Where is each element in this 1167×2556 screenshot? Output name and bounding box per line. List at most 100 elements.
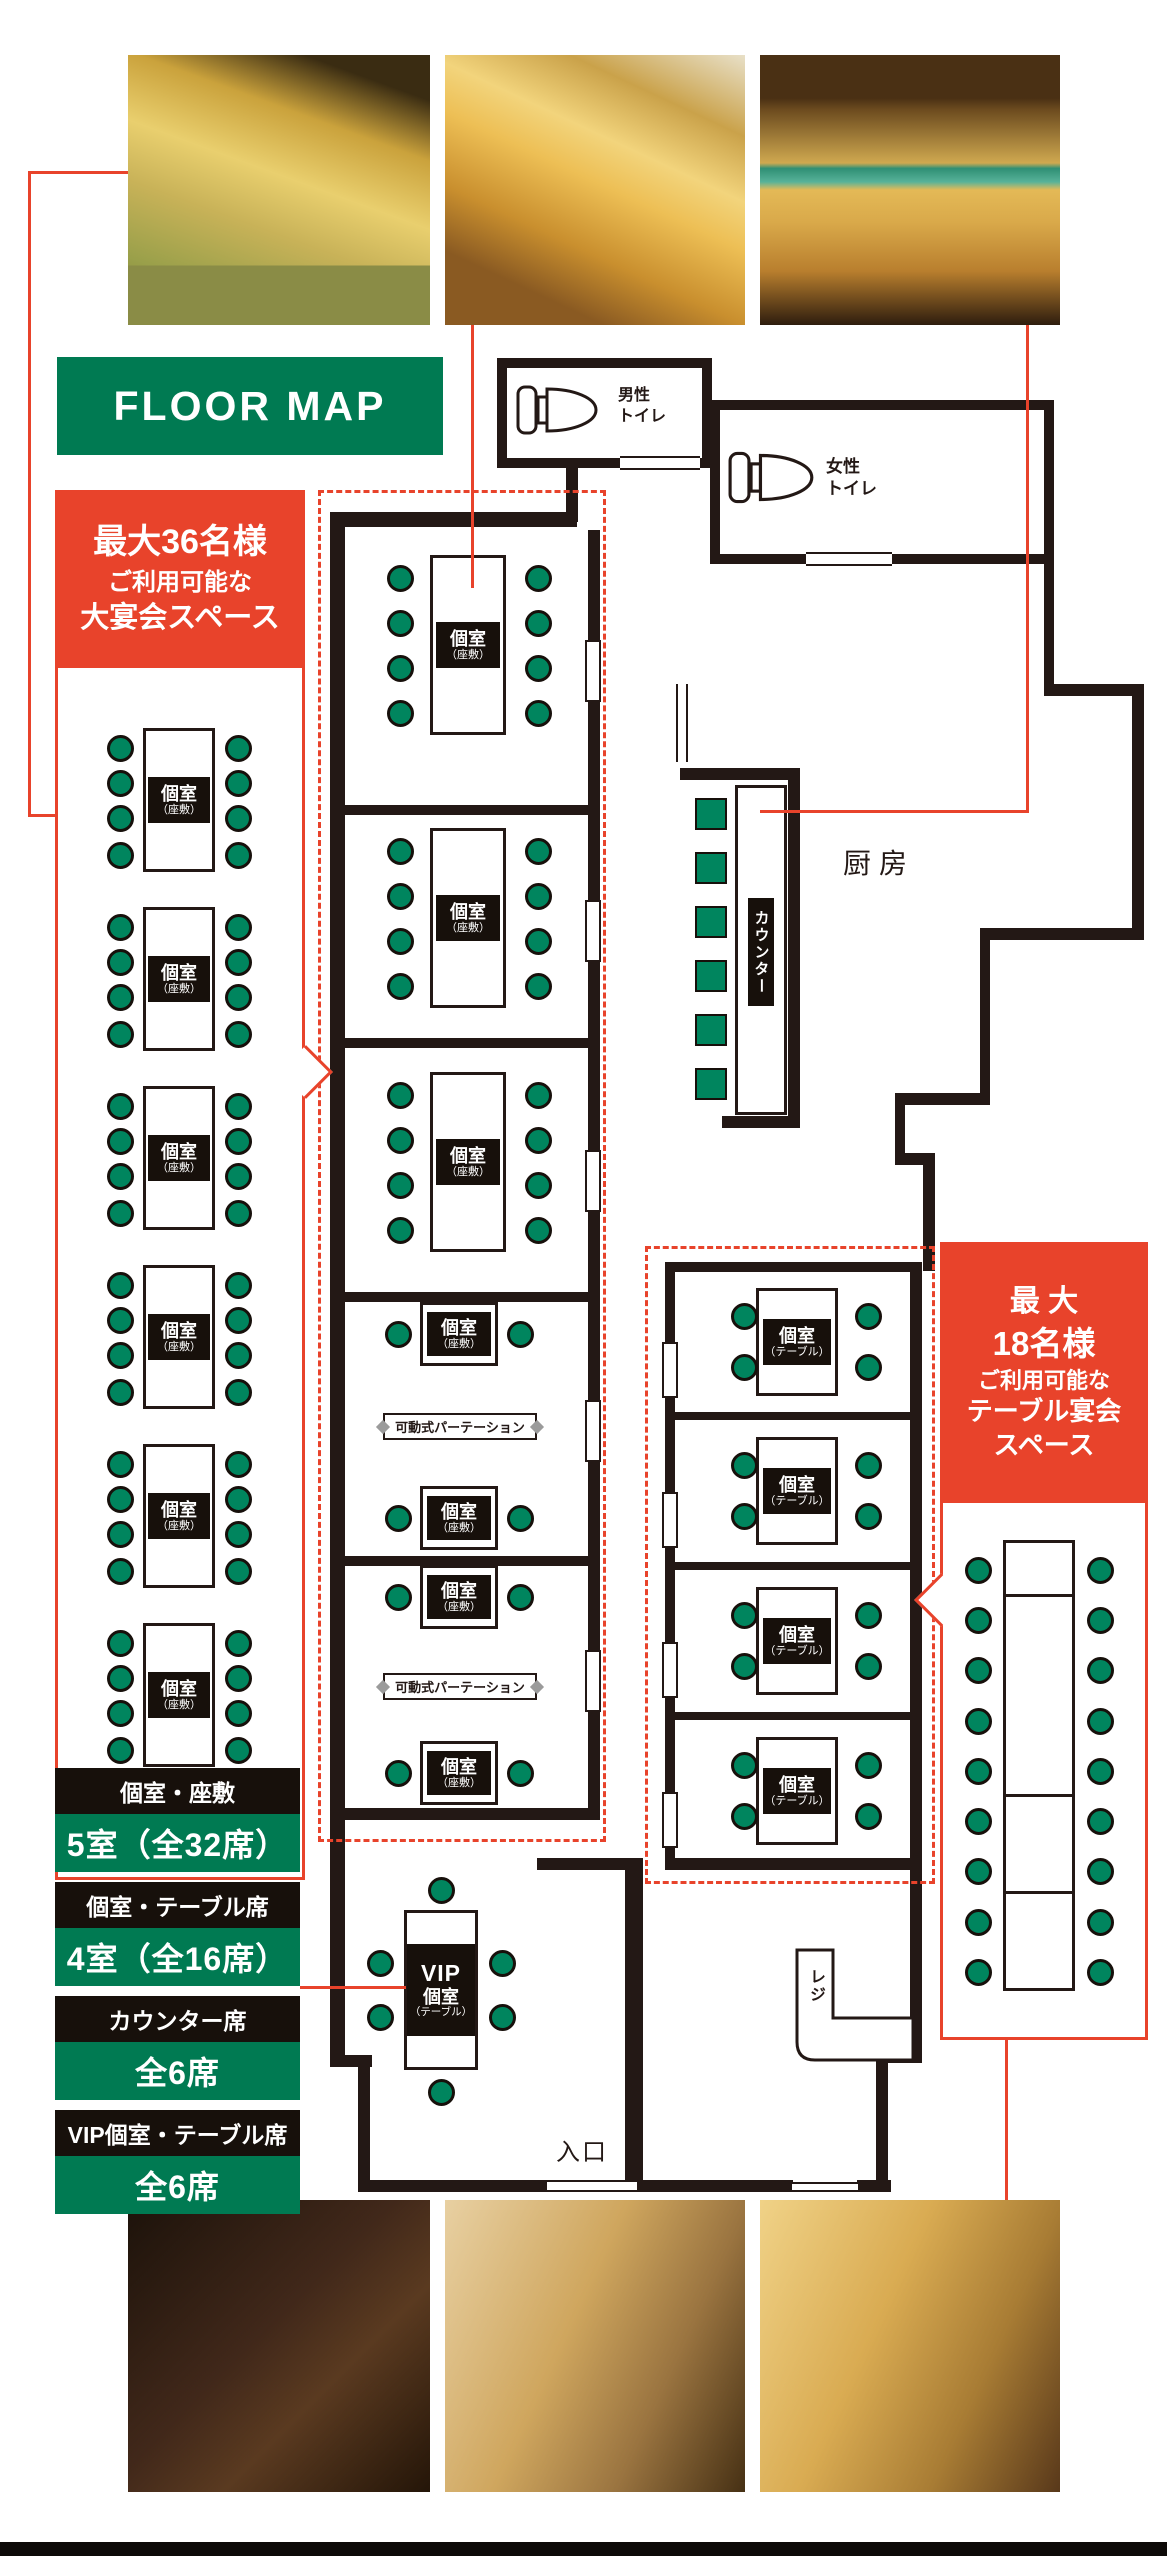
seat (387, 973, 414, 1000)
register-label: レジ (807, 1968, 824, 2004)
room-label-text: （テーブル） (764, 1345, 830, 1358)
mens-toilet-wall (497, 458, 712, 468)
photo-chairs-gold (760, 2200, 1060, 2492)
seat (525, 928, 552, 955)
seat (107, 1200, 134, 1227)
room-label-text: 個室 (441, 1317, 477, 1338)
seat (855, 1803, 882, 1830)
entrance-door (547, 2180, 637, 2192)
seat (428, 2079, 455, 2106)
seat (225, 949, 252, 976)
mens-toilet-label-l2: トイレ (618, 407, 667, 425)
seat (225, 984, 252, 1011)
room-label-text: 個室 (441, 1501, 477, 1522)
seat (731, 1653, 758, 1680)
page-title: FLOOR MAP (57, 357, 443, 455)
room-label-text: 個室 (161, 1499, 197, 1520)
leader-photo3-b (760, 810, 1029, 813)
seat (855, 1303, 882, 1330)
seat (387, 928, 414, 955)
seat (367, 2004, 394, 2031)
womens-toilet-wall (710, 400, 1054, 410)
counter-seat (695, 1014, 727, 1046)
kitchen-wall (980, 928, 1144, 940)
seat (855, 1452, 882, 1479)
sliding-door (585, 1150, 601, 1212)
seat (385, 1760, 412, 1787)
seat (965, 1607, 992, 1634)
seat (525, 1172, 552, 1199)
counter-seat (695, 852, 727, 884)
seat (1087, 1808, 1114, 1835)
mens-toilet-wall (497, 358, 712, 368)
room-label-text: （座敷） (157, 1340, 201, 1353)
seat (731, 1303, 758, 1330)
zashiki-room-label: 個室（座敷） (148, 956, 210, 1002)
sliding-door (585, 1400, 601, 1462)
legend-3-value-text: 全6席 (135, 2055, 220, 2091)
side-door (792, 2182, 858, 2192)
zashiki-room-label: 個室（座敷） (436, 1139, 500, 1185)
legend-4-value-text: 全6席 (135, 2169, 220, 2205)
room-label-text: （テーブル） (764, 1494, 830, 1507)
seat (107, 805, 134, 832)
seat (1087, 1909, 1114, 1936)
seat (1087, 1607, 1114, 1634)
seat (107, 1128, 134, 1155)
wall (330, 2055, 372, 2067)
seat (107, 1163, 134, 1190)
seat (525, 973, 552, 1000)
zashiki-room-label: 個室（座敷） (436, 622, 500, 668)
counter-seat (695, 1068, 727, 1100)
seat (965, 1758, 992, 1785)
photo-private-room-1 (128, 55, 430, 325)
seat (225, 914, 252, 941)
legend-1-title-text: 個室・座敷 (120, 1780, 235, 1806)
seat (107, 1486, 134, 1513)
seat (225, 1093, 252, 1120)
seat (731, 1452, 758, 1479)
sliding-door (662, 1342, 678, 1398)
sliding-door (585, 900, 601, 962)
sliding-door (585, 640, 601, 702)
seat (525, 700, 552, 727)
seat (428, 1877, 455, 1904)
sliding-door (662, 1492, 678, 1548)
seat (225, 1451, 252, 1478)
sliding-door (662, 1792, 678, 1848)
seat (385, 1505, 412, 1532)
table-callout-header: 最 大 18名様 ご利用可能な テーブル宴会 スペース (940, 1242, 1148, 1503)
wall (857, 2180, 891, 2192)
register-counter (795, 1948, 915, 2067)
seat (965, 1959, 992, 1986)
seat (107, 1521, 134, 1548)
seat (965, 1808, 992, 1835)
room-label-text: （座敷） (157, 803, 201, 816)
seat (525, 883, 552, 910)
womens-toilet-label-l2: トイレ (826, 479, 877, 499)
seat (387, 700, 414, 727)
seat (385, 1584, 412, 1611)
counter-table (735, 785, 787, 1115)
counter-label-text: カウンター (752, 909, 770, 995)
zashiki-room-label: 個室（座敷） (427, 1496, 491, 1540)
legend-2-title-text: 個室・テーブル席 (86, 1894, 269, 1920)
table-zone-dashed (645, 1246, 935, 1884)
seat (107, 1737, 134, 1764)
room-label-text: 個室 (441, 1756, 477, 1777)
movable-partition: 可動式パーテーション (383, 1673, 537, 1700)
seat (225, 1486, 252, 1513)
photo-chairs-dark (128, 2200, 430, 2492)
seat (525, 1082, 552, 1109)
room-label-text: 個室 (779, 1774, 815, 1795)
mens-toilet-wall (497, 358, 507, 468)
table-room-wall (675, 1412, 910, 1420)
zashiki-room-label: 個室（座敷） (427, 1751, 491, 1795)
seat (525, 838, 552, 865)
seat (525, 610, 552, 637)
bottom-strip (0, 2542, 1167, 2556)
seat (855, 1503, 882, 1530)
room-label-text: （座敷） (446, 1165, 490, 1178)
seat (225, 1665, 252, 1692)
